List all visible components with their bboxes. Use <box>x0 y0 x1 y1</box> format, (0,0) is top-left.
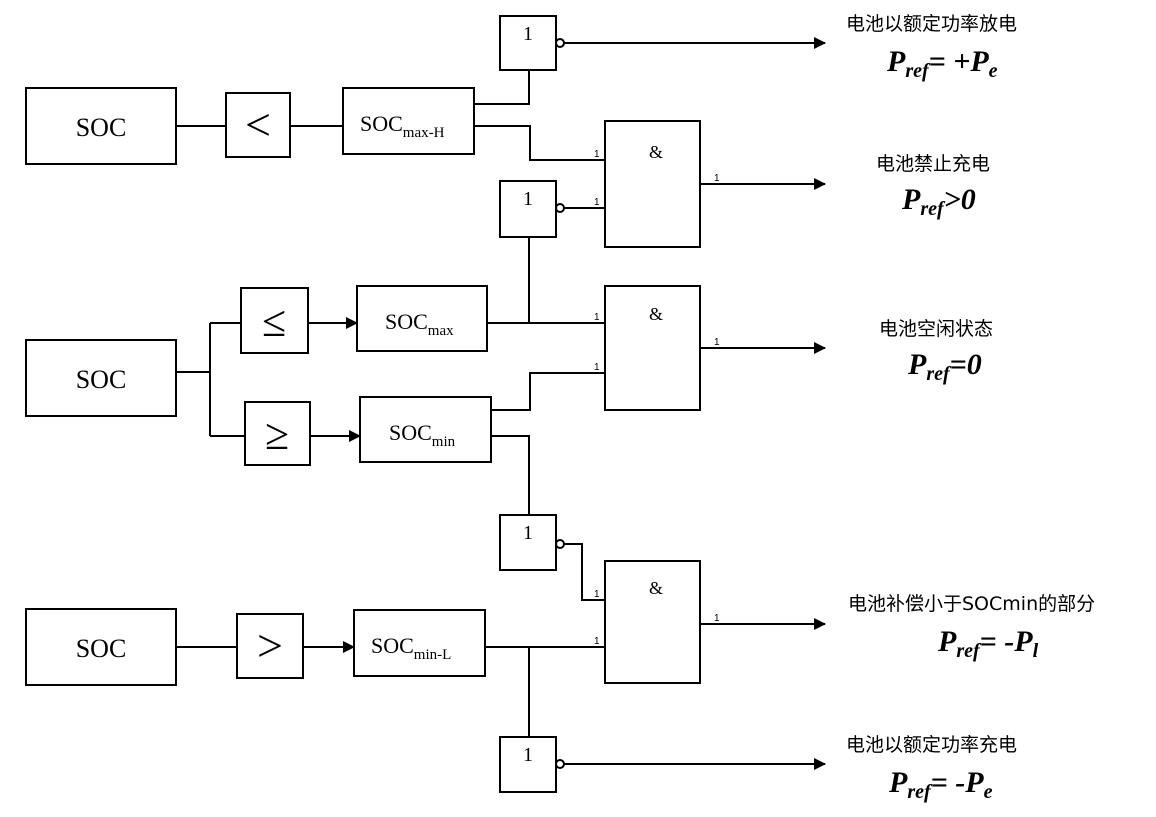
and-gate-label: & <box>649 578 663 598</box>
not-gate-2: 1 <box>499 180 565 238</box>
and-gate-label: & <box>649 304 663 324</box>
not-gate-4: 1 <box>499 736 565 793</box>
output-1: 电池以额定功率放电 Pref= +Pe <box>846 13 1017 82</box>
inversion-bubble <box>555 38 565 48</box>
pin-label: 1 <box>714 613 720 624</box>
output-formula: Pref= -Pe <box>888 766 993 803</box>
threshold-soc-min-l: SOCmin-L <box>353 609 486 677</box>
soc-input-label: SOC <box>76 365 127 394</box>
not-gate-1: 1 <box>499 15 565 71</box>
inversion-bubble <box>555 203 565 213</box>
pin-label: 1 <box>594 362 600 373</box>
and-gate-2: & 1 1 1 <box>594 285 720 411</box>
pin-label: 1 <box>594 589 600 600</box>
svg-text:SOCmax: SOCmax <box>385 309 454 339</box>
pin-label: 1 <box>594 636 600 647</box>
inversion-bubble <box>555 539 565 549</box>
pin-label: 1 <box>714 173 720 184</box>
threshold-soc-max: SOCmax <box>356 285 488 352</box>
output-formula: Pref= +Pe <box>886 45 998 82</box>
output-caption: 电池以额定功率放电 <box>846 13 1017 35</box>
wire-not3-and3 <box>564 543 605 601</box>
pin-label: 1 <box>594 149 600 160</box>
threshold-soc-min: SOCmin <box>359 396 492 463</box>
threshold-main: SOC <box>371 633 414 658</box>
greater-than-symbol: > <box>257 620 283 671</box>
wire-socmaxh-and1 <box>474 125 605 161</box>
soc-input-label: SOC <box>76 634 127 663</box>
threshold-main: SOC <box>385 309 428 334</box>
wire-socmin-not3 <box>491 435 530 515</box>
soc-input-2: SOC <box>25 339 177 417</box>
and-gate-3: & 1 1 1 <box>594 560 720 684</box>
pin-label: 1 <box>594 197 600 208</box>
comparator-less-than: < <box>225 92 291 158</box>
comparator-less-equal: ≤ <box>240 287 309 354</box>
threshold-main: SOC <box>389 420 432 445</box>
not-gate-3: 1 <box>499 514 565 571</box>
output-caption: 电池禁止充电 <box>876 153 990 175</box>
svg-text:SOCmax-H: SOCmax-H <box>360 111 445 141</box>
and-gate-label: & <box>649 142 663 162</box>
greater-equal-symbol: ≥ <box>265 410 289 459</box>
output-formula: Pref= -Pl <box>937 625 1039 662</box>
output-formula: Pref>0 <box>901 183 976 220</box>
threshold-subscript: max <box>428 323 454 339</box>
and-gate-1: & 1 1 1 <box>594 120 720 248</box>
not-gate-label: 1 <box>523 522 533 544</box>
output-5: 电池以额定功率充电 Pref= -Pe <box>846 734 1017 803</box>
output-2: 电池禁止充电 Pref>0 <box>876 153 990 220</box>
threshold-subscript: min <box>432 434 456 450</box>
threshold-soc-max-h: SOCmax-H <box>342 87 475 155</box>
threshold-subscript: min-L <box>414 647 452 663</box>
wire-socmaxh-not1 <box>474 70 530 105</box>
output-3: 电池空闲状态 Pref=0 <box>879 318 993 385</box>
wire-socmin-and2 <box>491 372 605 411</box>
output-caption: 电池以额定功率充电 <box>846 734 1017 756</box>
output-4: 电池补偿小于SOCmin的部分 Pref= -Pl <box>848 593 1095 662</box>
pin-label: 1 <box>594 312 600 323</box>
not-gate-label: 1 <box>523 744 533 766</box>
less-than-symbol: < <box>245 99 271 150</box>
svg-text:SOCmin-L: SOCmin-L <box>371 633 451 663</box>
soc-input-1: SOC <box>25 87 177 165</box>
svg-text:SOCmin: SOCmin <box>389 420 456 450</box>
not-gate-label: 1 <box>523 188 533 210</box>
output-caption: 电池补偿小于SOCmin的部分 <box>848 593 1095 615</box>
comparator-greater-than: > <box>236 613 304 679</box>
threshold-subscript: max-H <box>403 125 445 141</box>
less-equal-symbol: ≤ <box>262 297 286 346</box>
output-caption: 电池空闲状态 <box>879 318 993 340</box>
wires <box>176 37 826 770</box>
soc-input-3: SOC <box>25 608 177 686</box>
threshold-main: SOC <box>360 111 403 136</box>
not-gate-label: 1 <box>523 23 533 45</box>
comparator-greater-equal: ≥ <box>244 401 311 466</box>
pin-label: 1 <box>714 337 720 348</box>
inversion-bubble <box>555 759 565 769</box>
soc-input-label: SOC <box>76 113 127 142</box>
output-formula: Pref=0 <box>907 348 982 385</box>
